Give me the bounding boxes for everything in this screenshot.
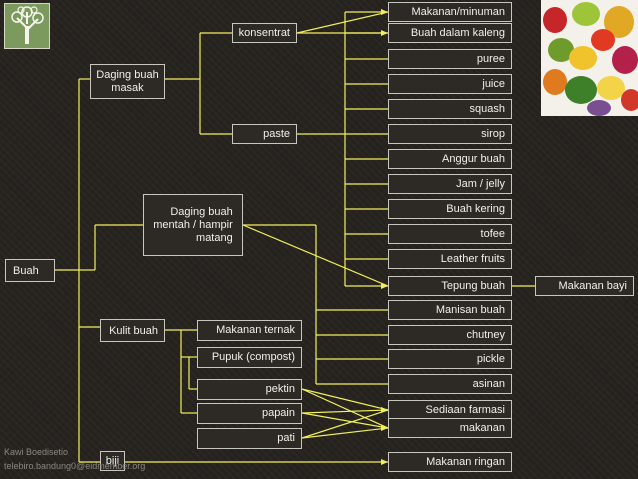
product-sediaan-farmasi: Sediaan farmasi bbox=[388, 400, 512, 420]
node-pupuk-label: Pupuk (compost) bbox=[212, 351, 295, 363]
fruit-photo bbox=[541, 0, 638, 116]
product-label: Leather fruits bbox=[441, 253, 505, 265]
product-sirop: sirop bbox=[388, 124, 512, 144]
credit-email: telebiro.bandung0@eidmember.org bbox=[4, 461, 145, 471]
node-makanan-ternak-label: Makanan ternak bbox=[216, 324, 295, 336]
product-label: Makanan ringan bbox=[426, 456, 505, 468]
node-pektin: pektin bbox=[197, 379, 302, 400]
node-paste-label: paste bbox=[263, 128, 290, 140]
product-squash: squash bbox=[388, 99, 512, 119]
product-label: squash bbox=[470, 103, 505, 115]
node-buah: Buah bbox=[5, 259, 55, 282]
product-label: pickle bbox=[477, 353, 505, 365]
product-jam-jelly: Jam / jelly bbox=[388, 174, 512, 194]
node-daging-masak-line2: masak bbox=[96, 82, 158, 95]
node-daging-buah-mentah: Daging buah mentah / hampir matang bbox=[143, 194, 243, 256]
product-buah-dalam-kaleng: Buah dalam kaleng bbox=[388, 23, 512, 43]
node-makanan-ternak: Makanan ternak bbox=[197, 320, 302, 341]
product-buah-kering: Buah kering bbox=[388, 199, 512, 219]
node-kulit-buah-label: Kulit buah bbox=[109, 325, 158, 337]
product-asinan: asinan bbox=[388, 374, 512, 394]
product-label: juice bbox=[482, 78, 505, 90]
product-label: Buah dalam kaleng bbox=[411, 27, 505, 39]
node-pektin-label: pektin bbox=[266, 383, 295, 395]
product-leather-fruits: Leather fruits bbox=[388, 249, 512, 269]
credit-author: Kawi Boedisetio bbox=[4, 447, 68, 457]
node-daging-masak-line1: Daging buah bbox=[96, 69, 158, 82]
node-konsentrat: konsentrat bbox=[232, 23, 297, 43]
node-daging-mentah-line1: Daging buah bbox=[153, 206, 232, 219]
product-label: Manisan buah bbox=[436, 304, 505, 316]
node-paste: paste bbox=[232, 124, 297, 144]
node-daging-mentah-line3: matang bbox=[153, 232, 232, 245]
product-label: Tepung buah bbox=[441, 280, 505, 292]
product-manisan-buah: Manisan buah bbox=[388, 300, 512, 320]
node-pupuk: Pupuk (compost) bbox=[197, 347, 302, 368]
product-label: Anggur buah bbox=[442, 153, 505, 165]
product-chutney: chutney bbox=[388, 325, 512, 345]
node-daging-buah-masak: Daging buah masak bbox=[90, 64, 165, 99]
node-konsentrat-label: konsentrat bbox=[239, 27, 290, 39]
product-label: Jam / jelly bbox=[456, 178, 505, 190]
product-label: sirop bbox=[481, 128, 505, 140]
product-pickle: pickle bbox=[388, 349, 512, 369]
node-buah-label: Buah bbox=[13, 265, 39, 277]
node-pati: pati bbox=[197, 428, 302, 449]
product-label: puree bbox=[477, 53, 505, 65]
product-label: Sediaan farmasi bbox=[426, 404, 506, 416]
tree-logo-icon bbox=[4, 3, 50, 49]
product-label: asinan bbox=[473, 378, 505, 390]
product-makanan: makanan bbox=[388, 418, 512, 438]
node-makanan-bayi-label: Makanan bayi bbox=[559, 280, 628, 292]
product-anggur-buah: Anggur buah bbox=[388, 149, 512, 169]
node-makanan-bayi: Makanan bayi bbox=[535, 276, 634, 296]
product-puree: puree bbox=[388, 49, 512, 69]
node-kulit-buah: Kulit buah bbox=[100, 319, 165, 342]
product-makanan-minuman: Makanan/minuman bbox=[388, 2, 512, 22]
product-tepung-buah: Tepung buah bbox=[388, 276, 512, 296]
product-label: Makanan/minuman bbox=[411, 6, 505, 18]
product-label: makanan bbox=[460, 422, 505, 434]
product-label: tofee bbox=[481, 228, 505, 240]
node-pati-label: pati bbox=[277, 432, 295, 444]
product-tofee: tofee bbox=[388, 224, 512, 244]
product-makanan-ringan: Makanan ringan bbox=[388, 452, 512, 472]
product-label: Buah kering bbox=[446, 203, 505, 215]
product-label: chutney bbox=[466, 329, 505, 341]
node-papain: papain bbox=[197, 403, 302, 424]
node-papain-label: papain bbox=[262, 407, 295, 419]
node-daging-mentah-line2: mentah / hampir bbox=[153, 219, 232, 232]
product-juice: juice bbox=[388, 74, 512, 94]
